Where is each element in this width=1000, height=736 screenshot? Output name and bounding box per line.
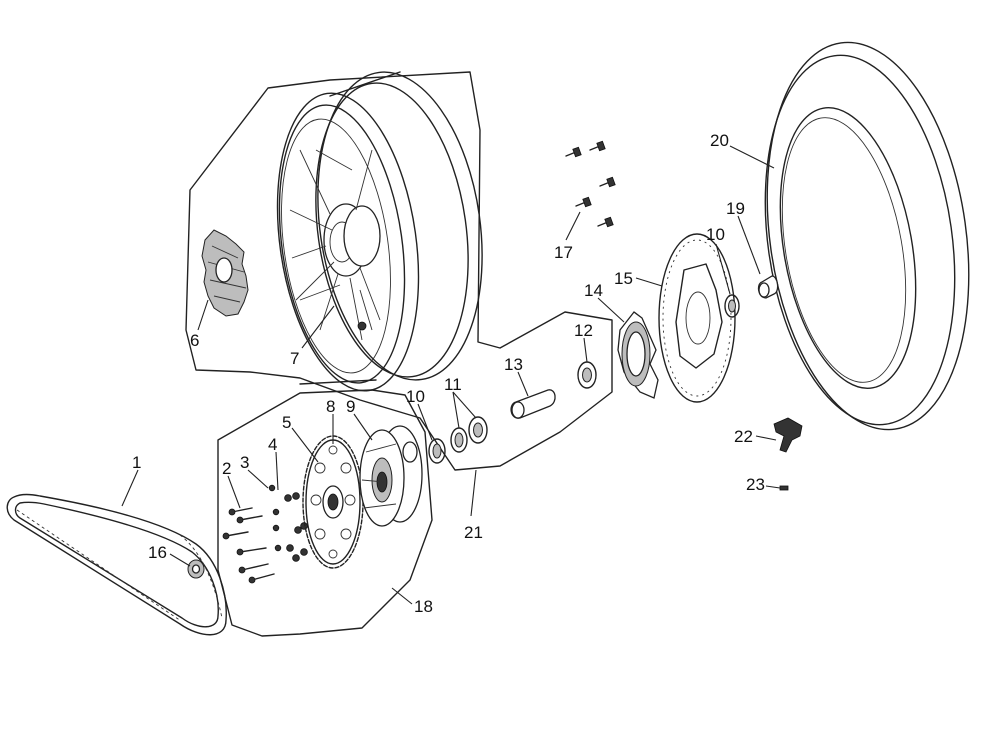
drive-chain [6,493,227,636]
collar [757,275,779,299]
callout-labels: 1 2 3 4 5 6 7 8 9 10 10 11 12 13 14 15 1… [132,131,765,616]
callout-20: 20 [710,131,729,150]
callout-18: 18 [414,597,433,616]
sprocket-nut [187,559,205,579]
callout-4: 4 [268,435,277,454]
leader-lines [121,145,781,605]
rubber-damper [201,229,249,317]
bearings-pair [450,416,488,453]
bearing-left [428,438,446,464]
callout-16: 16 [148,543,167,562]
callout-17: 17 [554,243,573,262]
valve-cap [779,485,789,491]
callout-19: 19 [726,199,745,218]
rear-wheel-rim [276,71,483,392]
callout-7: 7 [290,349,299,368]
callout-10-left: 10 [406,387,425,406]
callout-10-right: 10 [706,225,725,244]
bearing-right [724,294,740,318]
wheel-group-outline [185,71,613,471]
callout-21: 21 [464,523,483,542]
callout-6: 6 [190,331,199,350]
callout-3: 3 [240,453,249,472]
disc-adaptor [617,311,659,399]
callout-9: 9 [346,397,355,416]
brake-disc [658,233,736,403]
sprocket-bolts [222,507,275,584]
callout-15: 15 [614,269,633,288]
sprocket-carrier [359,425,423,527]
tyre-valve [773,417,803,453]
washers-and-nuts [268,484,308,562]
callout-13: 13 [504,355,523,374]
callout-12: 12 [574,321,593,340]
spacer-tube [510,389,556,419]
callout-2: 2 [222,459,231,478]
tyre [764,41,970,431]
callout-23: 23 [746,475,765,494]
callout-14: 14 [584,281,603,300]
disc-bolts [565,140,616,228]
callout-22: 22 [734,427,753,446]
callout-11: 11 [444,375,462,394]
callout-1: 1 [132,453,141,472]
callout-5: 5 [282,413,291,432]
callout-8: 8 [326,397,335,416]
rear-sprocket [302,435,364,569]
oil-seal [577,361,597,389]
